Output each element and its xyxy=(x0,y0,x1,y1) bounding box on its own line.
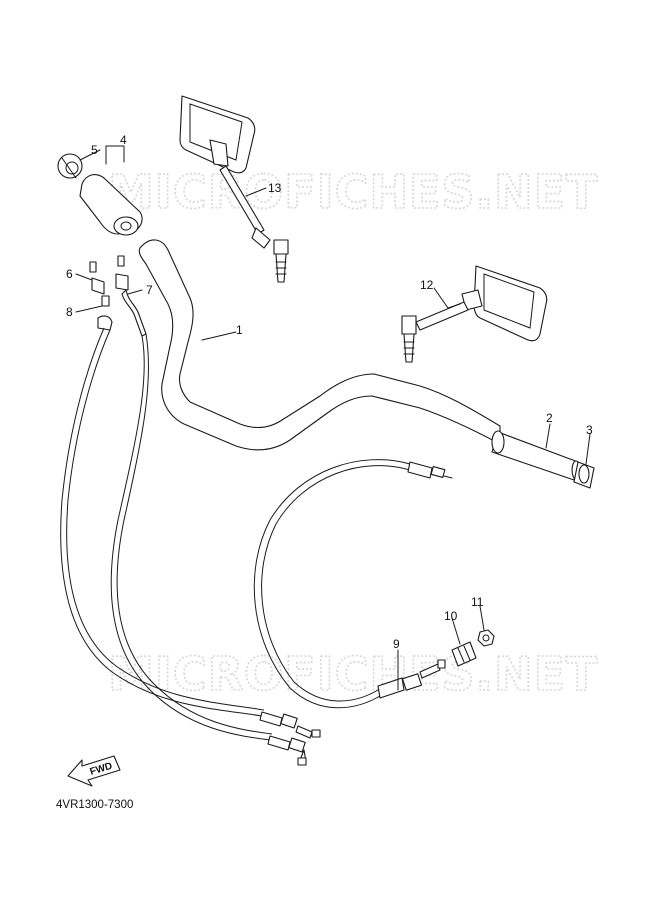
callout-6: 6 xyxy=(66,267,73,281)
callout-8: 8 xyxy=(66,305,73,319)
right-grip xyxy=(491,430,581,481)
forward-arrow-icon: FWD xyxy=(67,755,121,787)
watermark-bottom: MICROFICHES.NET xyxy=(108,647,598,701)
callout-7: 7 xyxy=(146,283,153,297)
callout-10: 10 xyxy=(444,609,458,623)
callout-13: 13 xyxy=(268,181,282,195)
callout-9: 9 xyxy=(393,637,400,651)
callout-3: 3 xyxy=(586,423,593,437)
cable-adjuster-assembly xyxy=(89,255,147,337)
throttle-cables xyxy=(60,327,321,766)
callout-labels: 1 2 3 4 5 6 7 8 9 10 11 12 13 xyxy=(66,133,593,651)
adjuster-bolt xyxy=(451,641,477,667)
handlebar xyxy=(138,239,501,451)
watermark-top: MICROFICHES.NET xyxy=(108,165,598,219)
callout-5: 5 xyxy=(91,143,98,157)
callout-4: 4 xyxy=(120,133,127,147)
callout-11: 11 xyxy=(471,595,484,609)
locknut xyxy=(477,629,495,647)
right-mirror xyxy=(401,265,548,363)
grip-end-cap xyxy=(573,461,595,489)
callout-leaders xyxy=(75,145,591,691)
callout-2: 2 xyxy=(546,411,553,425)
left-mirror xyxy=(179,95,289,283)
throttle-grip-end xyxy=(57,153,83,179)
throttle-grip xyxy=(79,174,143,236)
callout-12: 12 xyxy=(420,278,434,292)
callout-1: 1 xyxy=(236,323,243,337)
diagram-code: 4VR1300-7300 xyxy=(56,799,133,811)
